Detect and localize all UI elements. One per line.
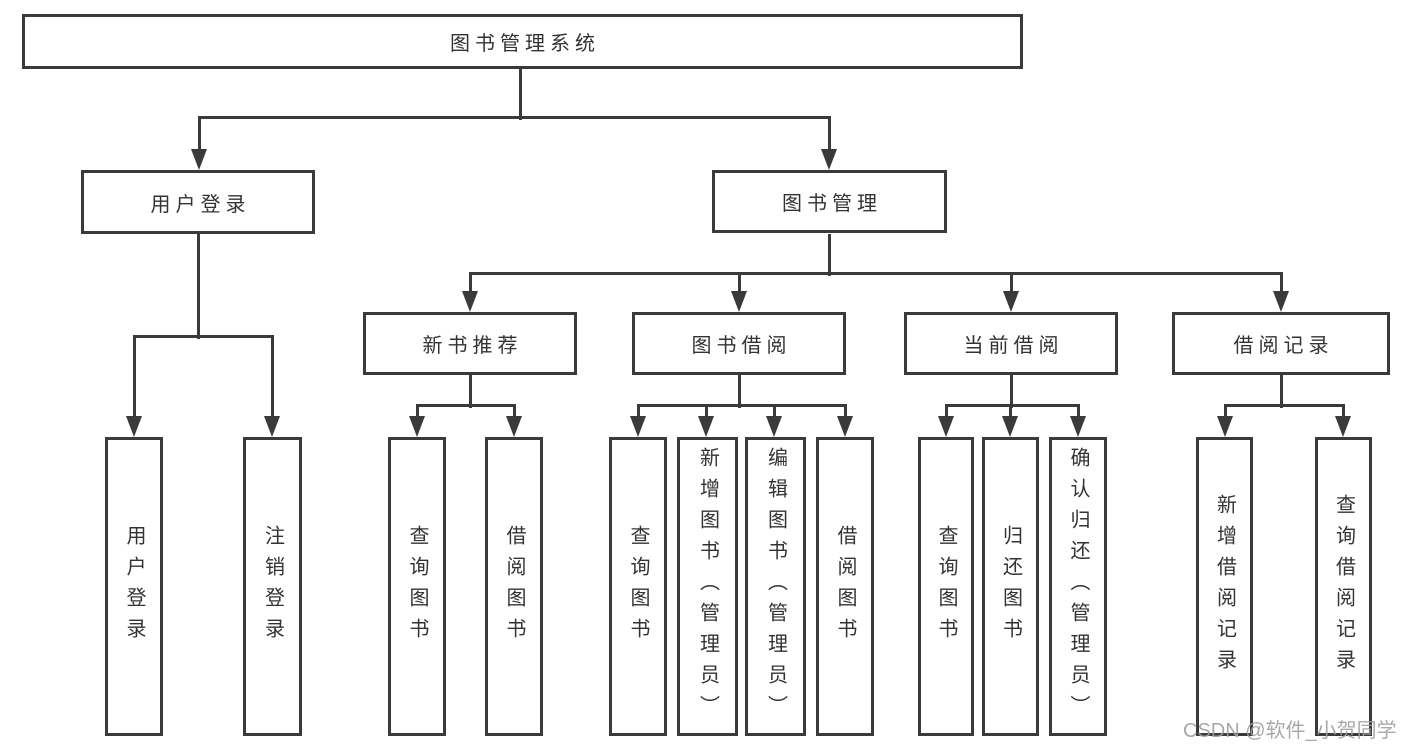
diagram-box-login: 用户登录	[105, 437, 163, 736]
diagram-box-label: 编辑图书（管理员）	[764, 447, 787, 726]
arrowhead-down-icon	[1002, 416, 1018, 437]
arrowhead-down-icon	[630, 416, 646, 437]
connector-line	[468, 271, 1283, 275]
connector-line	[1279, 375, 1283, 408]
diagram-box-borrow-record: 借阅记录	[1172, 312, 1390, 375]
diagram-box-bb-edit: 编辑图书（管理员）	[745, 437, 806, 736]
connector-line	[737, 375, 741, 408]
diagram-box-br-add: 新增借阅记录	[1196, 437, 1253, 736]
diagram-box-label: 新增借阅记录	[1213, 493, 1236, 680]
diagram-box-logout: 注销登录	[243, 437, 302, 736]
diagram-box-label: 新书推荐	[422, 335, 523, 357]
connector-line	[132, 334, 274, 338]
diagram-box-current-borrow: 当前借阅	[904, 312, 1118, 375]
diagram-box-label: 图书管理系统	[450, 33, 600, 55]
connector-line	[1009, 273, 1013, 300]
diagram-box-nb-borrow: 借阅图书	[485, 437, 543, 736]
connector-line	[1279, 273, 1283, 300]
diagram-box-label: 新增图书（管理员）	[696, 447, 719, 726]
diagram-box-label: 归还图书	[999, 524, 1022, 649]
diagram-box-label: 当前借阅	[963, 335, 1064, 357]
connector-line	[944, 403, 1080, 407]
arrowhead-down-icon	[1217, 416, 1233, 437]
arrowhead-down-icon	[731, 291, 747, 312]
connector-line	[944, 405, 948, 425]
connector-line	[468, 273, 472, 300]
connector-line	[415, 405, 419, 425]
arrowhead-down-icon	[1070, 416, 1086, 437]
connector-line	[704, 405, 708, 425]
diagram-box-label: 用户登录	[150, 193, 251, 216]
diagram-box-label: 借阅记录	[1233, 335, 1334, 357]
arrowhead-down-icon	[698, 416, 714, 437]
connector-line	[636, 405, 640, 425]
connector-line	[270, 336, 274, 425]
diagram-box-nb-query: 查询图书	[388, 437, 446, 736]
diagram-box-label: 查询图书	[935, 524, 957, 649]
diagram-box-label: 图书借阅	[691, 335, 792, 357]
connector-line	[1009, 375, 1013, 408]
arrowhead-down-icon	[821, 149, 837, 170]
diagram-box-label: 注销登录	[261, 524, 284, 649]
diagram-box-bb-add: 新增图书（管理员）	[677, 437, 738, 736]
arrowhead-down-icon	[191, 149, 207, 170]
connector-line	[1008, 405, 1012, 425]
connector-line	[415, 403, 516, 407]
diagram-box-root: 图书管理系统	[22, 14, 1023, 69]
connector-line	[512, 405, 516, 425]
diagram-box-label: 借阅图书	[503, 524, 525, 649]
connector-line	[468, 375, 472, 408]
diagram-box-label: 借阅图书	[834, 524, 856, 649]
connector-line	[827, 117, 831, 158]
diagram-box-label: 图书管理	[782, 193, 882, 215]
connector-line	[737, 273, 741, 300]
diagram-box-br-query: 查询借阅记录	[1315, 437, 1372, 736]
diagram-box-cb-confirm: 确认归还（管理员）	[1049, 437, 1107, 736]
connector-line	[827, 234, 831, 276]
arrowhead-down-icon	[264, 416, 280, 437]
diagram-box-book-borrow: 图书借阅	[632, 312, 846, 375]
connector-line	[772, 405, 776, 425]
diagram-box-cb-query: 查询图书	[918, 437, 974, 736]
arrowhead-down-icon	[837, 416, 853, 437]
diagram-box-label: 确认归还（管理员）	[1067, 447, 1089, 726]
diagram-box-label: 查询图书	[627, 524, 649, 649]
diagram-box-bb-borrow: 借阅图书	[816, 437, 874, 736]
arrowhead-down-icon	[1335, 416, 1351, 437]
arrowhead-down-icon	[506, 416, 522, 437]
connector-line	[1076, 405, 1080, 425]
diagram-box-user-login: 用户登录	[81, 170, 315, 234]
connector-line	[197, 115, 831, 119]
diagram-box-bb-query: 查询图书	[609, 437, 667, 736]
diagram-box-new-book-rec: 新书推荐	[363, 312, 577, 375]
diagram-box-label: 查询借阅记录	[1332, 493, 1355, 680]
diagram-box-cb-return: 归还图书	[982, 437, 1039, 736]
connector-line	[196, 234, 200, 339]
diagram-box-label: 用户登录	[123, 524, 145, 649]
connector-line	[636, 403, 847, 407]
arrowhead-down-icon	[766, 416, 782, 437]
arrowhead-down-icon	[409, 416, 425, 437]
connector-line	[843, 405, 847, 425]
arrowhead-down-icon	[1273, 291, 1289, 312]
connector-line	[1341, 405, 1345, 425]
arrowhead-down-icon	[1003, 291, 1019, 312]
arrowhead-down-icon	[938, 416, 954, 437]
diagram-box-book-mgmt: 图书管理	[712, 170, 947, 233]
connector-line	[518, 69, 522, 120]
diagram-box-label: 查询图书	[406, 524, 428, 649]
watermark: CSDN @软件_小贺同学	[1183, 720, 1397, 742]
arrowhead-down-icon	[462, 291, 478, 312]
arrowhead-down-icon	[126, 416, 142, 437]
connector-line	[197, 117, 201, 158]
connector-line	[1223, 405, 1227, 425]
connector-line	[1223, 403, 1345, 407]
connector-line	[132, 336, 136, 425]
